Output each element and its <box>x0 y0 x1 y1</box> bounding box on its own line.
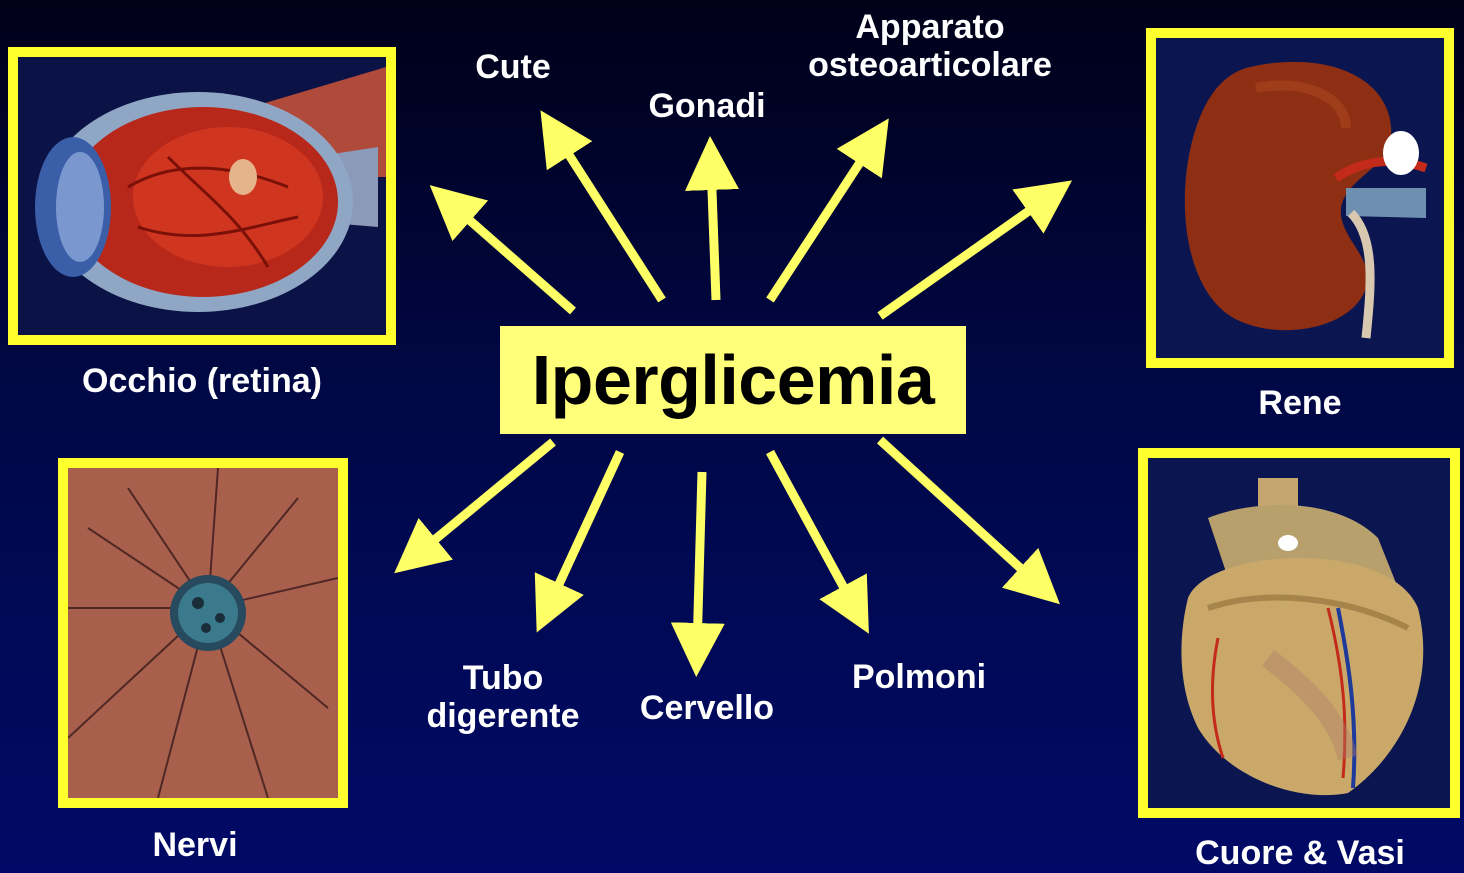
nerve-image <box>58 458 348 808</box>
label-cuore: Cuore & Vasi <box>1140 834 1460 872</box>
arrow-to-nervi <box>415 442 553 556</box>
label-gonadi: Gonadi <box>626 87 788 125</box>
nerve-illustration <box>68 468 338 798</box>
heart-illustration <box>1148 458 1450 808</box>
kidney-illustration <box>1156 38 1444 358</box>
arrow-to-cervello <box>697 472 702 650</box>
eye-illustration <box>18 57 386 335</box>
label-apparato: Apparato osteoarticolare <box>780 8 1080 84</box>
label-apparato-line2: osteoarticolare <box>780 46 1080 84</box>
arrow-to-occhio <box>450 203 573 311</box>
arrow-to-tubo <box>548 452 620 608</box>
label-tubo-line2: digerente <box>400 697 606 735</box>
label-apparato-line1: Apparato <box>780 8 1080 46</box>
arrow-to-gonadi <box>711 163 716 300</box>
label-nervi: Nervi <box>95 826 295 864</box>
label-cute: Cute <box>440 48 586 86</box>
heart-image <box>1138 448 1460 818</box>
label-cervello: Cervello <box>612 689 802 727</box>
eye-image <box>8 47 396 345</box>
label-polmoni: Polmoni <box>826 658 1012 696</box>
label-rene: Rene <box>1150 384 1450 422</box>
arrow-to-rene <box>880 196 1050 316</box>
arrow-to-polmoni <box>770 452 856 610</box>
label-tubo-line1: Tubo <box>400 659 606 697</box>
label-occhio: Occhio (retina) <box>40 362 364 400</box>
arrow-to-apparato <box>770 141 874 300</box>
center-label: Iperglicemia <box>532 340 935 420</box>
label-tubo: Tubo digerente <box>400 659 606 735</box>
arrow-to-cuore <box>880 440 1040 586</box>
center-box: Iperglicemia <box>500 326 966 434</box>
kidney-image <box>1146 28 1454 368</box>
arrow-to-cute <box>555 133 662 300</box>
